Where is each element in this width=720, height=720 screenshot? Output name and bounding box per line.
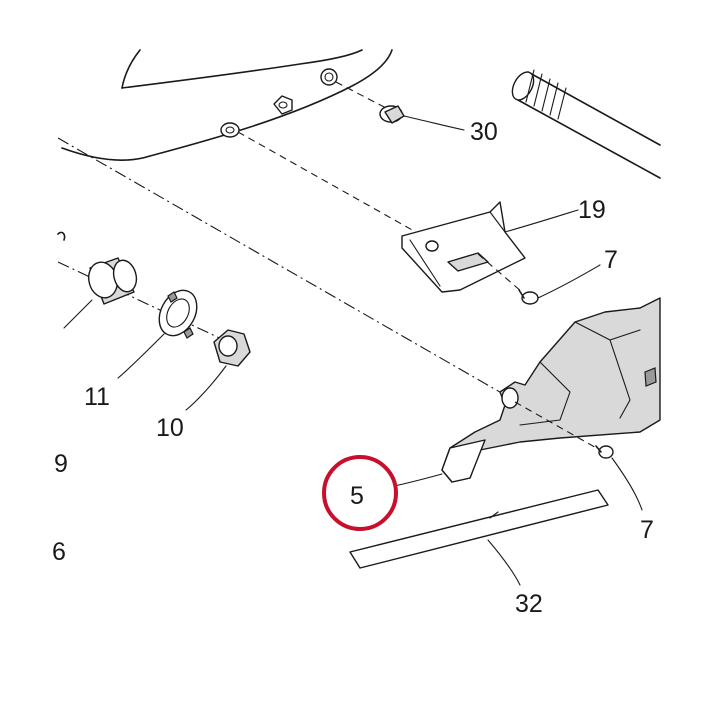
highlight-circle-part-5 <box>322 455 398 531</box>
housing-lug-1 <box>220 122 240 138</box>
housing-body <box>61 49 393 161</box>
label-9: 9 <box>54 450 68 478</box>
alignment-line-bracket <box>237 131 431 241</box>
part-5-guide-arm: 5 <box>350 297 661 510</box>
label-32: 32 <box>515 590 543 618</box>
part-32-strip: 32 <box>349 489 609 618</box>
label-7-upper: 7 <box>604 246 618 274</box>
housing-hole <box>320 68 338 86</box>
label-5: 5 <box>350 482 364 510</box>
center-line-main <box>57 137 506 396</box>
part-11-ring: 11 <box>84 289 198 411</box>
part-7-screw-upper: 7 <box>477 246 618 305</box>
label-11: 11 <box>84 383 110 411</box>
part-9-bearing: 9 <box>54 231 138 478</box>
shaft <box>511 69 661 179</box>
part-10-nut: 10 <box>156 329 251 442</box>
label-10: 10 <box>156 414 184 442</box>
part-19-bracket: 19 <box>401 196 606 293</box>
part-7-screw-lower: 7 <box>514 401 654 544</box>
label-30: 30 <box>470 118 498 146</box>
label-7-lower: 7 <box>640 516 654 544</box>
housing-lug-2 <box>273 95 293 115</box>
label-6: 6 <box>52 538 66 566</box>
label-19: 19 <box>578 196 606 224</box>
part-30-button: 30 <box>335 81 498 146</box>
